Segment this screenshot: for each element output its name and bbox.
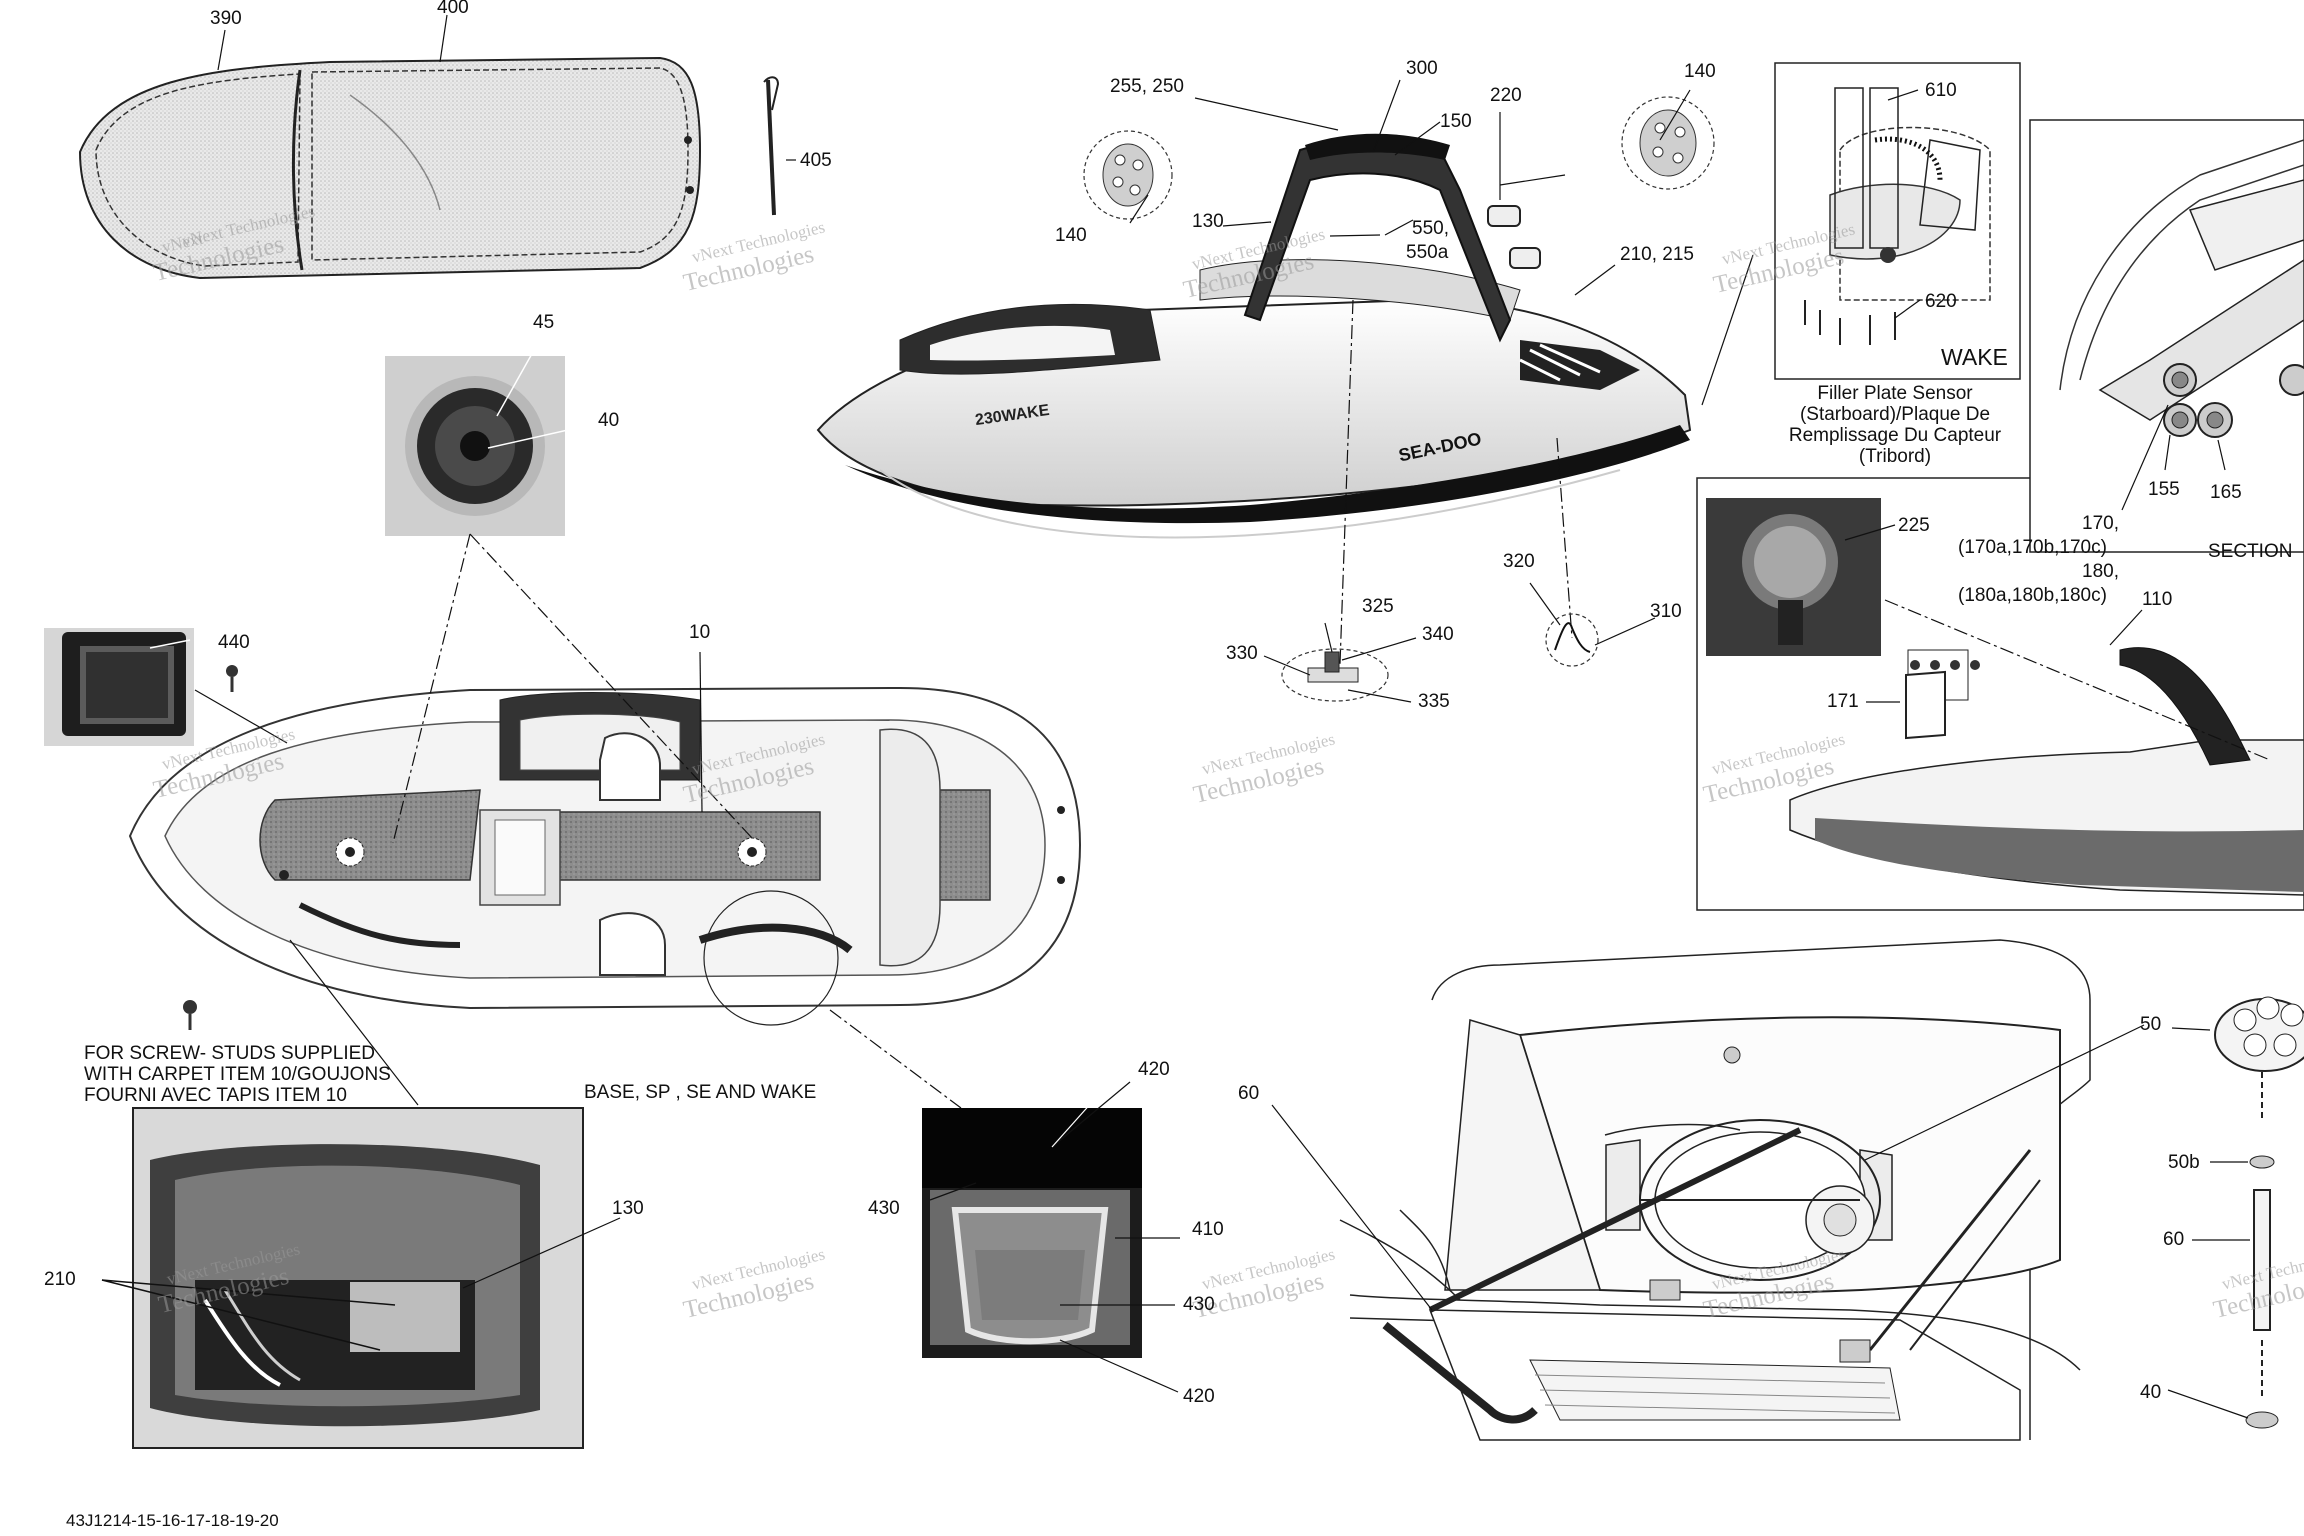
callout-40: 40	[2140, 1382, 2162, 1403]
boat-top-view	[128, 686, 1082, 1026]
callout-210: 210	[44, 1269, 76, 1290]
callout-170: 170,	[2082, 513, 2119, 534]
section-detail	[2029, 119, 2304, 553]
callout-430: 430	[1183, 1294, 1215, 1315]
callout-155: 155	[2148, 479, 2180, 500]
photo-drain	[385, 342, 591, 536]
callout-225: 225	[1898, 515, 1930, 536]
screw-440	[226, 665, 238, 692]
callout-180abc: (180a,180b,180c)	[1958, 585, 2107, 606]
callout-310: 310	[1650, 601, 1682, 622]
callout-300: 300	[1406, 58, 1438, 79]
screw-bottom	[183, 1000, 197, 1030]
callout-140: 140	[1684, 61, 1716, 82]
callout-550a: 550a	[1406, 242, 1449, 263]
photo-storage	[132, 1107, 584, 1449]
callout-420: 420	[1183, 1386, 1215, 1407]
table-assembly	[2167, 996, 2304, 1429]
models-note: BASE, SP , SE AND WAKE	[584, 1082, 817, 1103]
callout-255-250: 255, 250	[1110, 76, 1184, 97]
boat-side-view	[816, 133, 1692, 539]
detail-mount	[1263, 622, 1417, 703]
callout-340: 340	[1422, 624, 1454, 645]
document-code: 43J1214-15-16-17-18-19-20	[66, 1511, 279, 1530]
callout-60: 60	[2163, 1229, 2185, 1250]
callout-210-215: 210, 215	[1620, 244, 1694, 265]
filler-plate-note: Filler Plate Sensor (Starboard)/Plaque D…	[1770, 383, 2020, 468]
screw-note-line: FOURNI AVEC TAPIS ITEM 10	[84, 1084, 347, 1106]
section-label: SECTION	[2208, 541, 2293, 562]
callout-550: 550,	[1412, 218, 1449, 239]
callout-180: 180,	[2082, 561, 2119, 582]
callout-220: 220	[1490, 85, 1522, 106]
callout-390: 390	[210, 8, 242, 29]
callout-60: 60	[1238, 1083, 1260, 1104]
filler-plate-line: Filler Plate Sensor	[1817, 383, 1973, 404]
storage-compartment	[1339, 939, 2091, 1441]
callout-320: 320	[1503, 551, 1535, 572]
callout-130: 130	[1192, 211, 1224, 232]
callout-45: 45	[533, 312, 555, 333]
box-filler-plate	[1774, 62, 2021, 380]
screw-note: FOR SCREW- STUDS SUPPLIED WITH CARPET IT…	[84, 1043, 391, 1107]
callout-130: 130	[612, 1198, 644, 1219]
flat-tower-insert	[1083, 96, 1715, 220]
callout-420: 420	[1138, 1059, 1170, 1080]
callout-50b: 50b	[2168, 1152, 2200, 1173]
wake-label: WAKE	[1941, 344, 2008, 370]
screw-note-line: WITH CARPET ITEM 10/GOUJONS	[84, 1063, 391, 1085]
callout-410: 410	[1192, 1219, 1224, 1240]
seat-cushion-group	[78, 56, 702, 280]
callout-171: 171	[1827, 691, 1859, 712]
callout-440: 440	[218, 632, 250, 653]
callout-40: 40	[598, 410, 620, 431]
detail-320-310	[1529, 582, 1656, 667]
photo-440	[44, 628, 194, 746]
callout-110: 110	[2142, 589, 2173, 610]
box-tower-section	[1696, 477, 2304, 911]
screw-note-line: FOR SCREW- STUDS SUPPLIED	[84, 1043, 376, 1064]
callout-150: 150	[1440, 111, 1472, 132]
callout-170abc: (170a,170b,170c)	[1958, 537, 2107, 558]
filler-plate-line: (Tribord)	[1858, 445, 1932, 467]
callout-610: 610	[1925, 80, 1957, 101]
callout-335: 335	[1418, 691, 1450, 712]
filler-plate-line: (Starboard)/Plaque De	[1799, 403, 1991, 425]
callout-325: 325	[1362, 596, 1394, 617]
callout-165: 165	[2210, 482, 2242, 503]
callout-620: 620	[1925, 291, 1957, 312]
photo-bin	[922, 1108, 1142, 1358]
filler-plate-line: Remplissage Du Capteur	[1788, 424, 2002, 446]
callout-330: 330	[1226, 643, 1258, 664]
rod-405	[763, 76, 796, 216]
callout-430: 430	[868, 1198, 900, 1219]
callout-400: 400	[437, 0, 469, 18]
callout-140: 140	[1055, 225, 1087, 246]
callout-50: 50	[2140, 1014, 2162, 1035]
callout-10: 10	[689, 622, 711, 643]
callout-405: 405	[800, 150, 832, 171]
